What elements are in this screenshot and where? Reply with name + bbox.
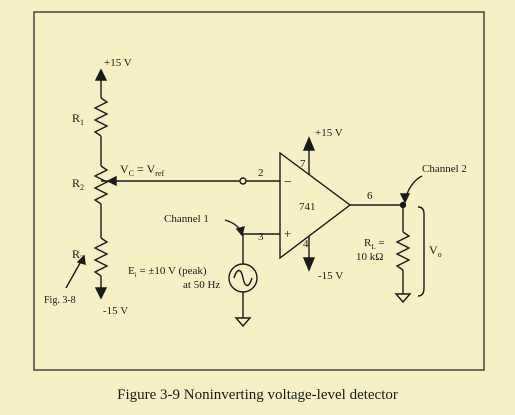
label-rl-value: 10 kΩ [356,251,383,263]
label-vc-vref: VC = Vref [120,162,164,178]
label-r2: R2 [72,176,84,192]
label-opamp-plus: + [284,226,291,241]
label-pin4: 4 [303,238,309,250]
label-supply-neg: -15 V [103,305,128,317]
label-fig-ref: Fig. 3-8 [44,295,76,306]
label-supply-pos: +15 V [104,57,132,69]
opamp-741 [239,136,403,272]
supply-arrow-bottom [94,287,108,300]
label-channel2: Channel 2 [422,163,467,175]
label-channel1: Channel 1 [164,213,209,225]
channel1-arrow [235,225,245,237]
opamp-triangle [279,151,352,260]
terminal-pin2 [239,177,247,185]
diagram-frame [33,11,485,371]
ground-symbol-load [394,293,412,304]
opamp-vneg-arrow [302,257,316,272]
wiper-arrow [106,175,117,187]
figure-caption: Figure 3-9 Noninverting voltage-level de… [117,387,398,403]
label-pin7: 7 [300,158,306,170]
load-resistor [394,175,425,304]
label-opamp-minus: − [284,175,292,190]
channel2-arrow [399,193,411,204]
resistor-r1 [93,97,109,137]
label-opamp-vneg: -15 V [318,270,343,282]
label-r1: R1 [72,111,84,127]
vo-bracket [417,206,425,297]
circuit-diagram: +15 V -15 V R1 R2 R3 VC = Vref Fig. 3-8 … [33,11,485,371]
resistor-rl [395,231,411,271]
resistor-r2 [93,165,109,205]
opamp-vpos-arrow [302,136,316,151]
label-source-value: Ei = ±10 V (peak) [128,265,207,279]
label-source-freq: at 50 Hz [183,279,220,291]
fig-ref-arrow [76,254,86,265]
label-opamp-part: 741 [299,201,316,213]
resistor-r3 [93,237,109,277]
sine-wave-icon [233,269,253,287]
ground-symbol-source [234,317,252,328]
label-pin3: 3 [258,231,264,243]
label-opamp-vpos: +15 V [315,127,343,139]
divider-network [65,68,240,300]
supply-arrow-top [94,68,108,81]
label-rl: RL = [364,237,385,251]
label-vo: Vo [429,243,442,259]
label-r3: R3 [72,247,84,263]
label-pin6: 6 [367,190,373,202]
label-pin2: 2 [258,167,264,179]
signal-source [224,219,258,328]
